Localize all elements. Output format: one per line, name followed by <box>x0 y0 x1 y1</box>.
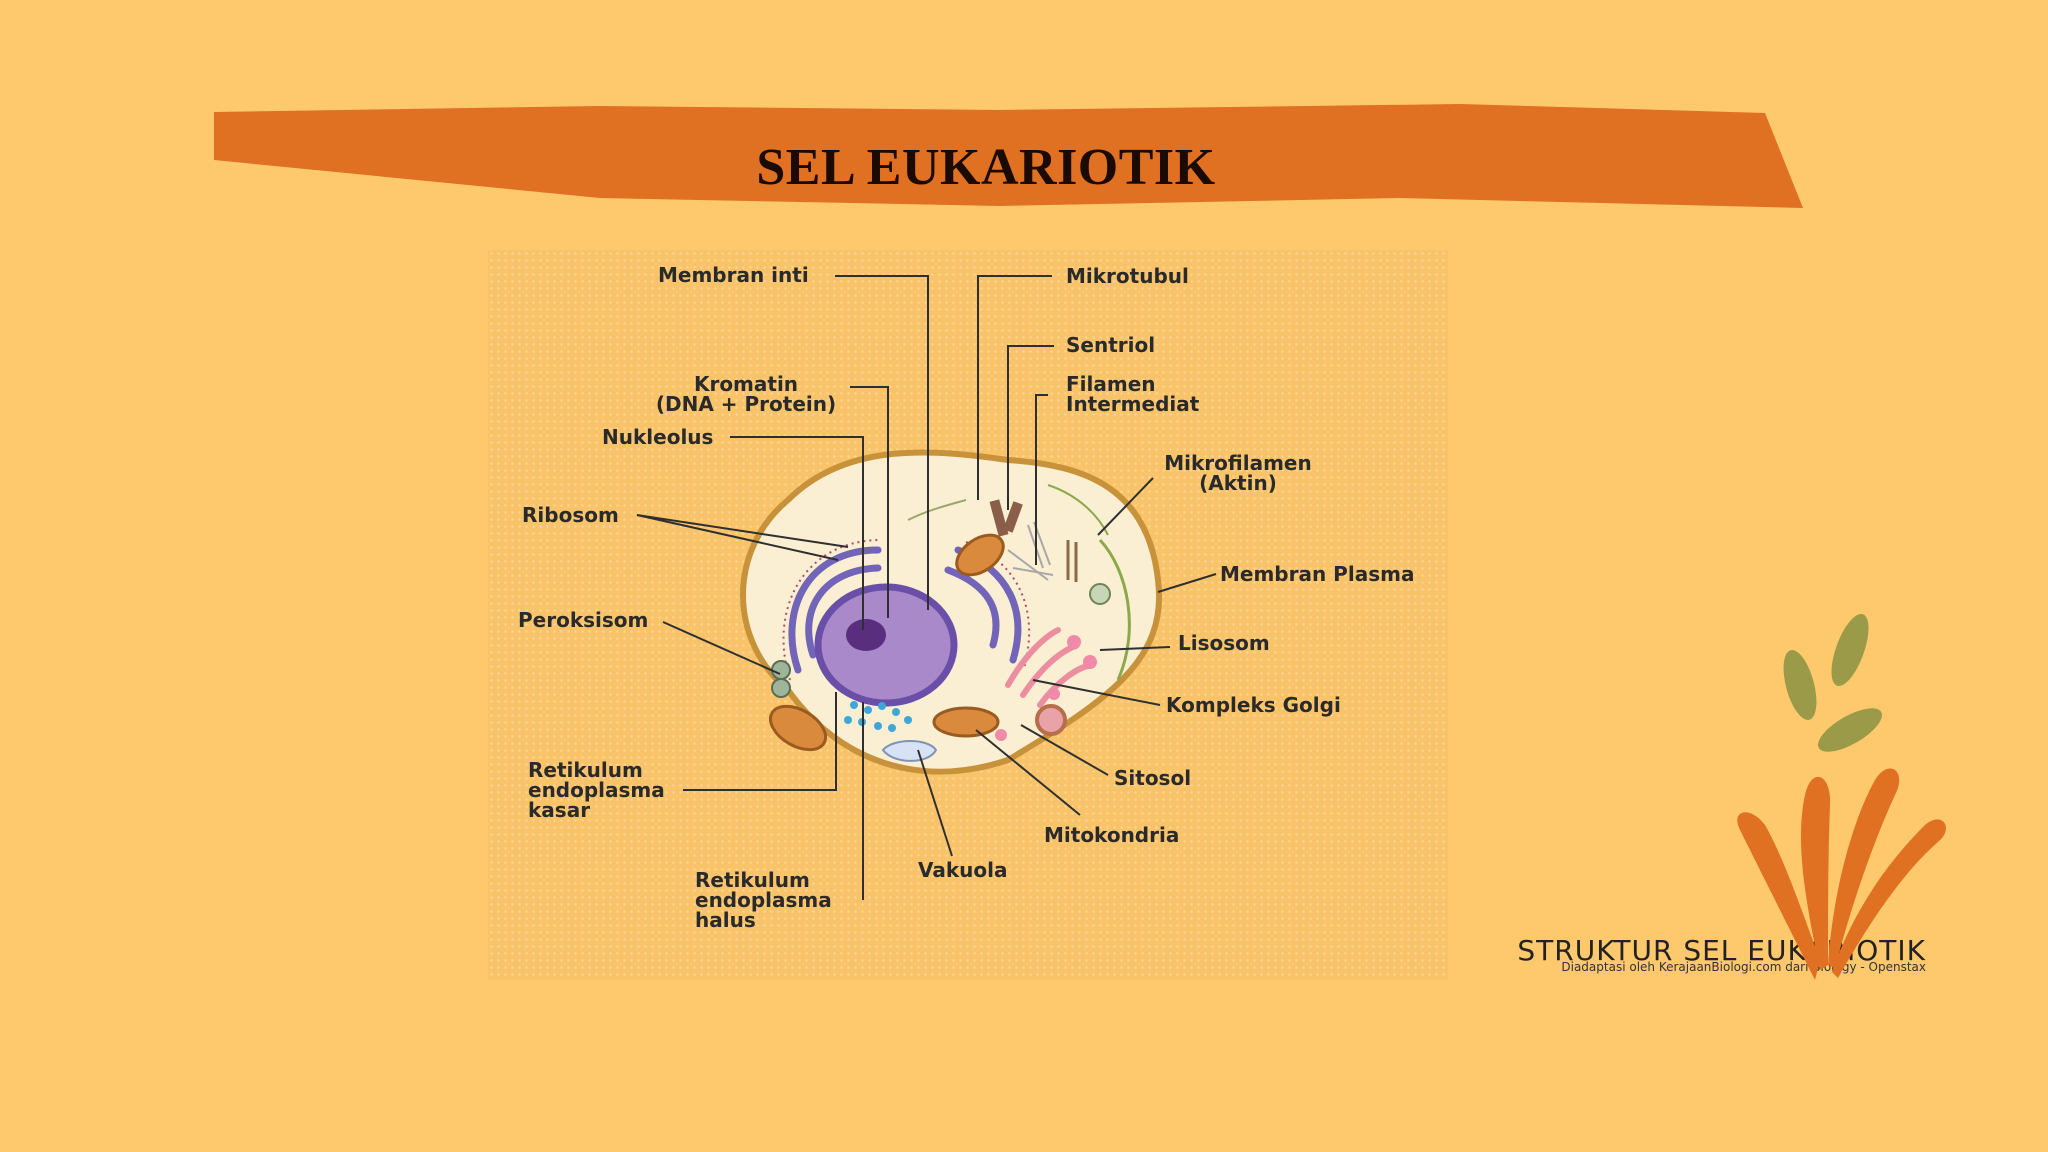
label-mikrofilamen: Mikrofilamen (Aktin) <box>1148 453 1328 493</box>
label-filamen-intermediat: Filamen Intermediat <box>1066 374 1199 414</box>
label-retikulum-halus-line2: endoplasma <box>695 888 832 912</box>
label-mitokondria: Mitokondria <box>1044 823 1180 847</box>
label-retikulum-kasar: Retikulum endoplasma kasar <box>528 760 665 820</box>
label-ribosom: Ribosom <box>522 503 619 527</box>
label-retikulum-halus-line1: Retikulum <box>695 868 810 892</box>
label-retikulum-kasar-line2: endoplasma <box>528 778 665 802</box>
label-filamen-line2: Intermediat <box>1066 392 1200 416</box>
label-membran-inti: Membran inti <box>658 263 809 287</box>
label-sentriol: Sentriol <box>1066 333 1156 357</box>
leaf-decoration <box>1737 613 1946 980</box>
label-retikulum-kasar-line1: Retikulum <box>528 758 643 782</box>
label-mikrofilamen-line2: (Aktin) <box>1199 471 1277 495</box>
label-kompleks-golgi: Kompleks Golgi <box>1166 693 1341 717</box>
label-retikulum-kasar-line3: kasar <box>528 798 591 822</box>
label-mikrotubul: Mikrotubul <box>1066 264 1189 288</box>
label-nukleolus: Nukleolus <box>602 425 714 449</box>
label-sitosol: Sitosol <box>1114 766 1192 790</box>
label-retikulum-halus: Retikulum endoplasma halus <box>695 870 832 930</box>
label-lisosom: Lisosom <box>1178 631 1270 655</box>
cell-diagram: Membran inti Kromatin (DNA + Protein) Nu… <box>488 250 1926 980</box>
label-retikulum-halus-line3: halus <box>695 908 756 932</box>
slide-title: SEL EUKARIOTIK <box>756 139 1216 196</box>
title-banner <box>214 104 1803 208</box>
label-peroksisom: Peroksisom <box>518 608 649 632</box>
label-kromatin-line1: Kromatin <box>693 372 799 396</box>
green-leaves-icon <box>1783 613 1882 752</box>
label-membran-plasma: Membran Plasma <box>1220 562 1415 586</box>
label-mikrofilamen-line1: Mikrofilamen <box>1164 451 1312 475</box>
cell-illustration <box>636 275 1217 900</box>
label-filamen-line1: Filamen <box>1066 372 1156 396</box>
label-vakuola: Vakuola <box>918 858 1008 882</box>
label-kromatin-line2: (DNA + Protein) <box>655 392 837 416</box>
label-kromatin: Kromatin (DNA + Protein) <box>646 374 846 414</box>
orange-leaves-icon <box>1737 768 1946 980</box>
